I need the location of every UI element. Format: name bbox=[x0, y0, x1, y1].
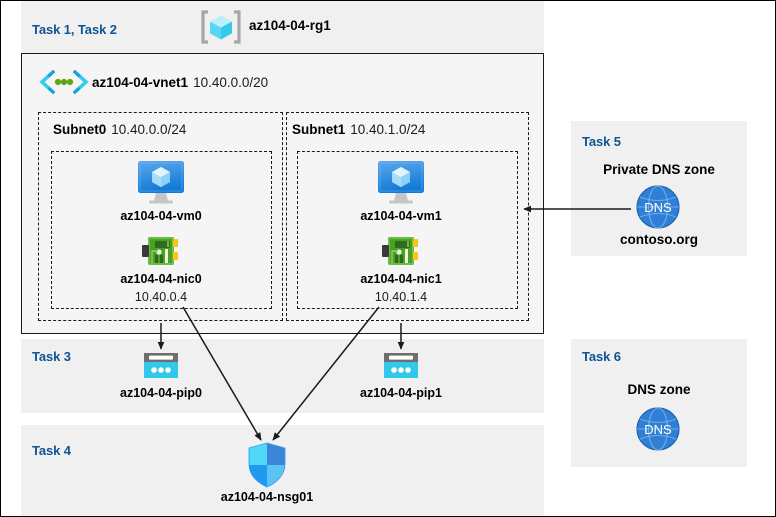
subnet0-cidr: 10.40.0.0/24 bbox=[111, 122, 187, 137]
task-label-4: Task 4 bbox=[32, 443, 71, 458]
virtual-machine-icon[interactable] bbox=[134, 159, 188, 205]
subnet0-name: Subnet0 bbox=[53, 122, 107, 137]
virtual-network-icon bbox=[38, 69, 90, 95]
private-dns-zone-name: contoso.org bbox=[620, 232, 698, 247]
nsg-label: az104-04-nsg01 bbox=[220, 490, 314, 504]
subnet0-container bbox=[38, 112, 283, 321]
dns-icon-text: DNS bbox=[644, 422, 672, 437]
dns-zone-icon[interactable]: DNS bbox=[635, 184, 681, 230]
nic1-ip: 10.40.1.4 bbox=[374, 290, 428, 304]
vnet-name: az104-04-vnet1 bbox=[92, 75, 189, 90]
vnet-cidr: 10.40.0.0/20 bbox=[193, 75, 269, 90]
resource-group-name-text: az104-04-rg1 bbox=[249, 18, 331, 33]
subnet1-name: Subnet1 bbox=[292, 122, 346, 137]
subnet0-inner-box bbox=[51, 151, 272, 309]
nic1-label: az104-04-nic1 bbox=[360, 272, 442, 286]
dns-icon-text: DNS bbox=[644, 200, 672, 215]
subnet1-inner-box bbox=[297, 151, 518, 309]
private-dns-zone-heading: Private DNS zone bbox=[603, 162, 715, 177]
vm0-label: az104-04-vm0 bbox=[120, 209, 202, 223]
pip0-label: az104-04-pip0 bbox=[120, 386, 202, 400]
vm1-label: az104-04-vm1 bbox=[360, 209, 442, 223]
virtual-machine-icon[interactable] bbox=[374, 159, 428, 205]
resource-group-name: az104-04-rg1 bbox=[249, 18, 331, 33]
nic0-ip: 10.40.0.4 bbox=[134, 290, 188, 304]
nic0-label: az104-04-nic0 bbox=[120, 272, 202, 286]
dns-zone-heading: DNS zone bbox=[627, 382, 691, 397]
subnet1-container bbox=[286, 112, 529, 321]
dns-zone-icon[interactable]: DNS bbox=[635, 406, 681, 452]
public-ip-panel bbox=[21, 339, 544, 413]
pip1-label: az104-04-pip1 bbox=[360, 386, 442, 400]
network-interface-icon[interactable] bbox=[382, 235, 420, 269]
task-label-3: Task 3 bbox=[32, 349, 71, 364]
public-ip-address-icon[interactable] bbox=[142, 351, 180, 381]
network-security-group-icon[interactable] bbox=[246, 442, 288, 488]
task-label-1-2: Task 1, Task 2 bbox=[32, 22, 117, 37]
resource-group-icon bbox=[199, 9, 243, 45]
public-ip-address-icon[interactable] bbox=[382, 351, 420, 381]
subnet0-title: Subnet0 10.40.0.0/24 bbox=[53, 122, 186, 137]
subnet1-cidr: 10.40.1.0/24 bbox=[350, 122, 426, 137]
task-label-6: Task 6 bbox=[582, 349, 621, 364]
task-label-5: Task 5 bbox=[582, 134, 621, 149]
network-interface-icon[interactable] bbox=[142, 235, 180, 269]
subnet1-title: Subnet1 10.40.1.0/24 bbox=[292, 122, 425, 137]
vnet-title: az104-04-vnet1 10.40.0.0/20 bbox=[92, 75, 268, 90]
